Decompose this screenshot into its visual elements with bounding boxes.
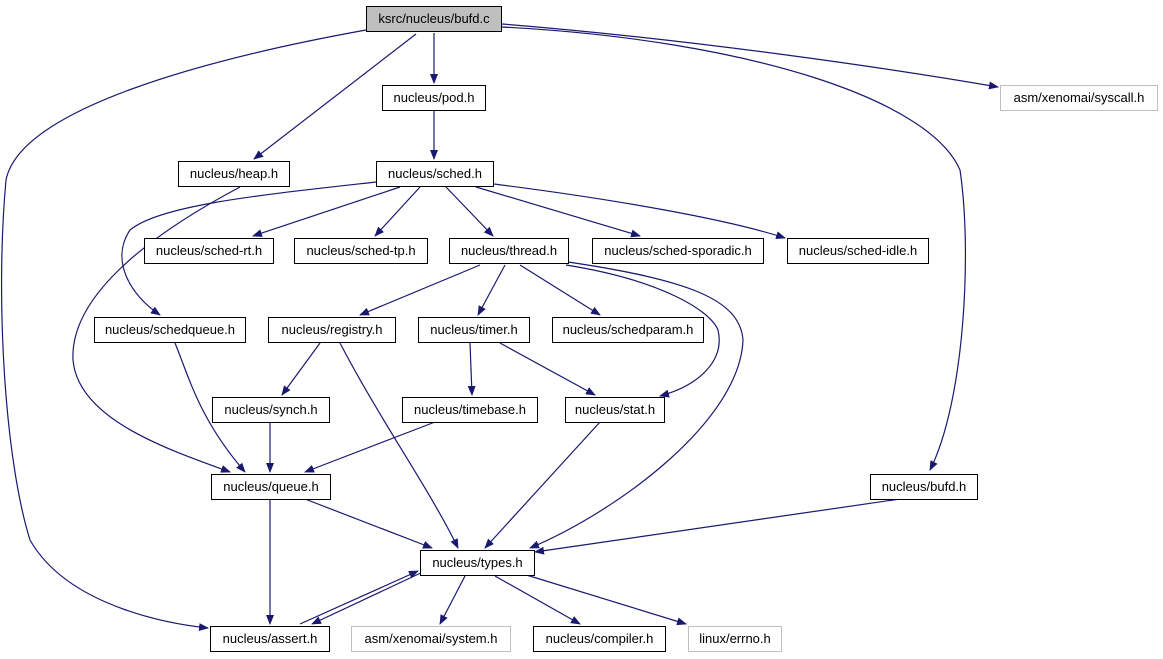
edge-registry-h-to-types-h (339, 342, 459, 549)
node-system-h: asm/xenomai/system.h (351, 626, 511, 652)
node-types-h[interactable]: nucleus/types.h (420, 550, 535, 576)
node-synch-h[interactable]: nucleus/synch.h (212, 397, 330, 423)
edge-sched-h-to-sched-sporadic-h (475, 186, 641, 238)
node-syscall-h: asm/xenomai/syscall.h (1000, 85, 1158, 111)
edge-sched-h-to-schedqueue-h (121, 181, 377, 316)
edge-timer-h-to-stat-h (499, 342, 596, 396)
edge-thread-h-to-types-h (529, 261, 744, 549)
edge-queue-h-to-types-h (304, 498, 433, 549)
edge-types-h-to-errno-h (519, 572, 687, 626)
edge-bufd-c-to-syscall-h (501, 23, 999, 90)
edge-timebase-h-to-queue-h (304, 421, 436, 473)
edge-bufd-c-to-bufd-h (501, 26, 967, 471)
edge-registry-h-to-synch-h (281, 342, 321, 396)
node-timer-h[interactable]: nucleus/timer.h (418, 317, 530, 343)
edge-sched-h-to-sched-tp-h (374, 186, 421, 237)
node-stat-h[interactable]: nucleus/stat.h (565, 397, 665, 423)
node-bufd-c: ksrc/nucleus/bufd.c (366, 6, 502, 32)
node-sched-idle-h[interactable]: nucleus/sched-idle.h (787, 238, 929, 264)
edge-bufd-c-to-assert-h (0, 29, 367, 632)
edge-types-h-to-compiler-h (494, 575, 581, 625)
node-heap-h[interactable]: nucleus/heap.h (178, 161, 290, 187)
edge-bufd-c-to-heap-h (253, 33, 417, 160)
node-schedqueue-h[interactable]: nucleus/schedqueue.h (94, 317, 246, 343)
edge-sched-h-to-sched-rt-h (252, 186, 401, 237)
node-assert-h[interactable]: nucleus/assert.h (210, 626, 330, 652)
node-registry-h[interactable]: nucleus/registry.h (268, 317, 396, 343)
edge-sched-h-to-sched-idle-h (493, 183, 786, 240)
edge-thread-h-to-timer-h (477, 264, 506, 316)
node-schedparam-h[interactable]: nucleus/schedparam.h (552, 317, 704, 343)
edge-timer-h-to-timebase-h (467, 342, 476, 396)
node-bufd-h[interactable]: nucleus/bufd.h (870, 474, 978, 500)
edge-heap-h-to-queue-h (72, 186, 241, 473)
node-pod-h[interactable]: nucleus/pod.h (382, 85, 486, 111)
node-queue-h[interactable]: nucleus/queue.h (211, 474, 331, 500)
node-sched-rt-h[interactable]: nucleus/sched-rt.h (144, 238, 274, 264)
node-timebase-h[interactable]: nucleus/timebase.h (402, 397, 538, 423)
edge-types-h-to-system-h (439, 575, 466, 625)
edge-sched-h-to-thread-h (445, 186, 494, 237)
node-sched-h[interactable]: nucleus/sched.h (376, 161, 494, 187)
edge-assert-h-to-types-h (299, 570, 419, 625)
node-sched-tp-h[interactable]: nucleus/sched-tp.h (294, 238, 428, 264)
node-sched-sporadic-h[interactable]: nucleus/sched-sporadic.h (592, 238, 764, 264)
edge-thread-h-to-schedparam-h (519, 264, 601, 316)
node-errno-h: linux/errno.h (688, 626, 782, 652)
edge-stat-h-to-types-h (484, 421, 601, 549)
edge-thread-h-to-stat-h (565, 264, 720, 398)
node-compiler-h[interactable]: nucleus/compiler.h (533, 626, 666, 652)
edge-bufd-h-to-types-h (534, 498, 901, 555)
edge-types-h-to-assert-h (311, 570, 426, 625)
edge-schedqueue-h-to-queue-h (174, 342, 246, 473)
edge-thread-h-to-registry-h (359, 264, 481, 316)
node-thread-h[interactable]: nucleus/thread.h (449, 238, 569, 264)
